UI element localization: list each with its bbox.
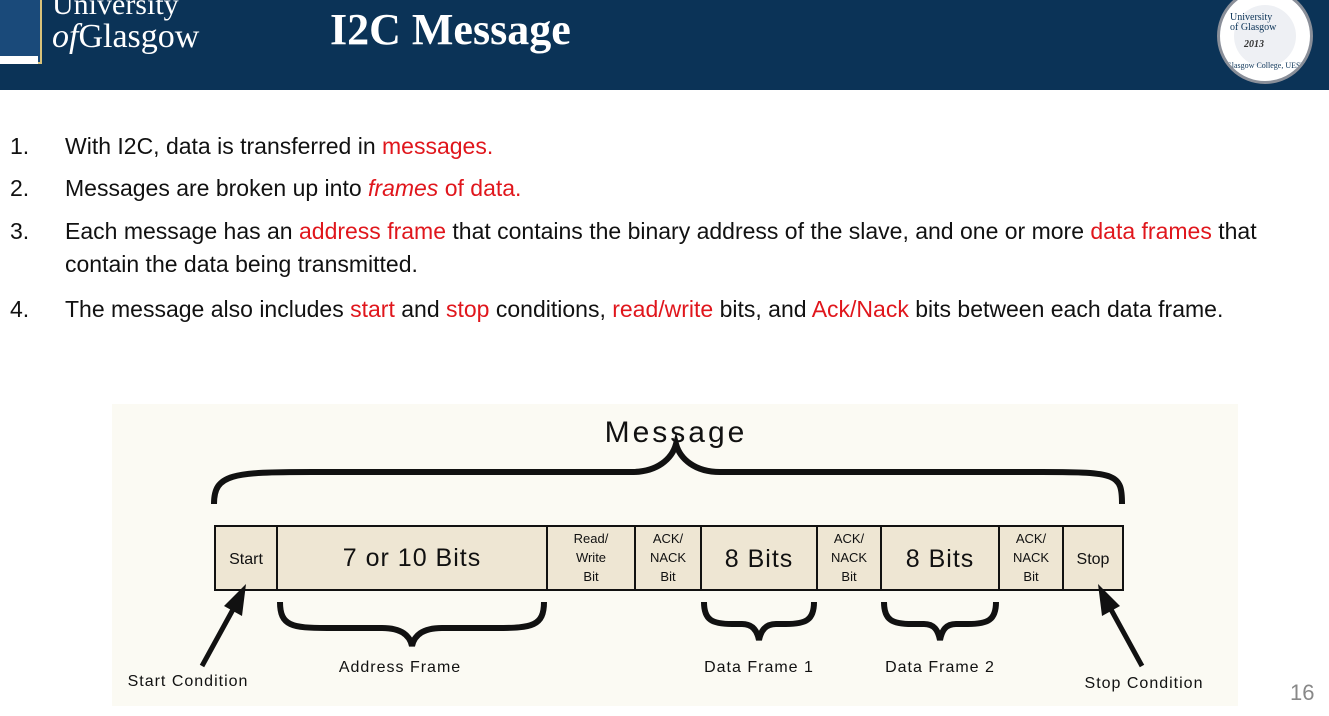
slide-number: 16 <box>1290 680 1315 705</box>
bullet-number: 4. <box>10 296 30 322</box>
crest-motto-band <box>0 56 38 64</box>
ack1-text-2: NACK <box>650 550 686 565</box>
ack3-text-3: Bit <box>1023 569 1039 584</box>
address-bits-text: 7 or 10 Bits <box>343 544 481 572</box>
data-frame-2-brace <box>881 601 999 641</box>
data2-text: 8 Bits <box>906 545 975 573</box>
i2c-message-diagram: Message Start 7 or 10 Bits Read/ Write B… <box>112 404 1238 706</box>
address-frame-brace <box>277 601 547 647</box>
ack-nack-cell-1 <box>634 525 702 591</box>
data-frame-1-label: Data Frame 1 <box>704 659 814 676</box>
message-brace <box>211 432 1125 505</box>
data-bits-cell-1 <box>700 525 818 591</box>
ack3-text-2: NACK <box>1013 550 1049 565</box>
ack1-text-3: Bit <box>660 569 676 584</box>
ack2-text-2: NACK <box>831 550 867 565</box>
data-bits-cell-2 <box>880 525 1000 591</box>
ack2-text-3: Bit <box>841 569 857 584</box>
badge-year: 2013 <box>1244 39 1264 50</box>
rw-text-3: Bit <box>583 569 599 584</box>
ack-nack-cell-2 <box>816 525 882 591</box>
address-frame-label: Address Frame <box>339 659 461 676</box>
badge-ring-text: Glasgow College, UESTC <box>1226 61 1311 70</box>
start-condition-label: Start Condition <box>128 673 249 690</box>
logo-text-line1: University <box>52 0 179 21</box>
stop-text: Stop <box>1077 551 1110 568</box>
read-write-cell <box>546 525 636 591</box>
ack1-text-1: ACK/ <box>653 531 684 546</box>
start-arrow-icon <box>199 584 246 668</box>
badge-text-2: of Glasgow <box>1230 22 1277 33</box>
address-bits-cell <box>276 525 548 591</box>
start-text: Start <box>229 551 263 568</box>
stop-arrow-icon <box>1098 584 1145 668</box>
rw-text-1: Read/ <box>574 531 609 546</box>
bullet-number: 3. <box>10 218 30 244</box>
data-frame-1-brace <box>701 601 817 641</box>
bullet-number: 2. <box>10 175 30 201</box>
rw-text-2: Write <box>576 550 606 565</box>
crest-icon <box>0 0 42 64</box>
ack3-text-1: ACK/ <box>1016 531 1047 546</box>
start-cell <box>214 525 278 591</box>
university-logo: University ofGlasgow <box>0 0 240 90</box>
frame-row <box>214 525 1124 591</box>
badge-text-1: University <box>1230 12 1273 23</box>
stop-cell <box>1062 525 1124 591</box>
ack-nack-cell-3 <box>998 525 1064 591</box>
bullet-number: 1. <box>10 133 30 159</box>
data-frame-2-label: Data Frame 2 <box>885 659 995 676</box>
data1-text: 8 Bits <box>725 545 794 573</box>
ack2-text-1: ACK/ <box>834 531 865 546</box>
stop-condition-label: Stop Condition <box>1085 675 1204 692</box>
slide-title: I2C Message <box>330 5 571 54</box>
logo-text-line2: ofGlasgow <box>52 18 200 55</box>
slide-header: University ofGlasgow I2C Message Univers… <box>0 0 1329 90</box>
